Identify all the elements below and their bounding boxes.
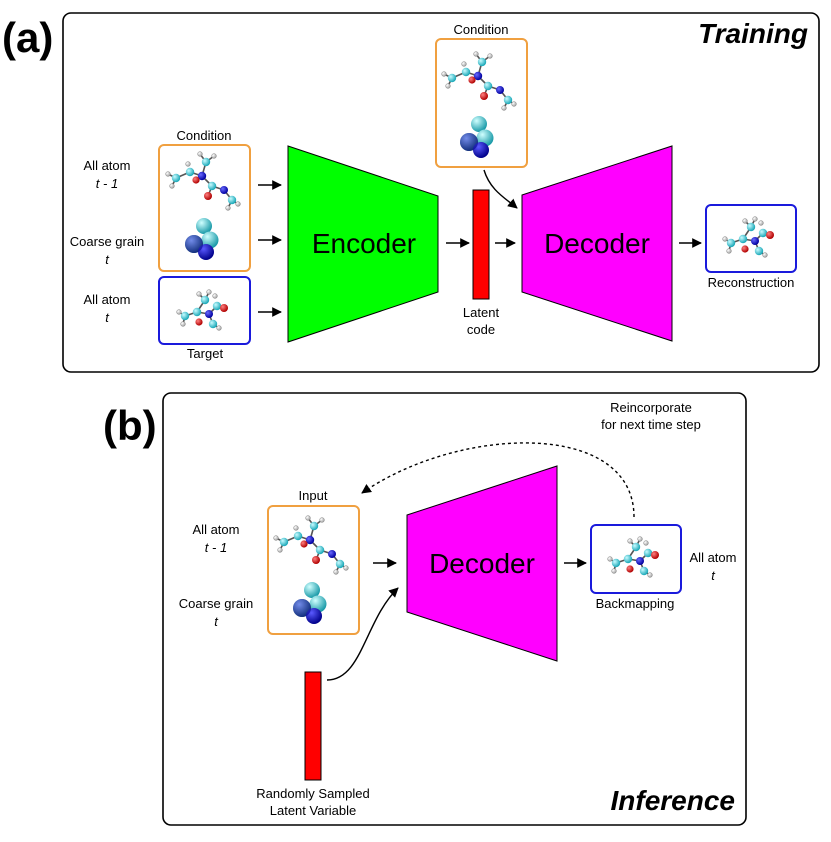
feedback-label-2: for next time step [601, 417, 701, 432]
output-label-all-atom-time: t [711, 568, 716, 583]
input-label: Input [299, 488, 328, 503]
decoder-label-a: Decoder [544, 228, 650, 259]
backmapping-box [590, 524, 682, 594]
decoder-block-a [521, 145, 673, 342]
decoder-condition-box [435, 38, 528, 168]
input-label-all-atom-prev: All atom [84, 158, 131, 173]
condition-label: Condition [177, 128, 232, 143]
input-label-coarse-grain-time: t [105, 252, 110, 267]
latent-code-label-2: code [467, 322, 495, 337]
panel-a-letter: (a) [2, 14, 53, 61]
panel-b-letter: (b) [103, 402, 157, 449]
decoder-block-b [406, 465, 558, 662]
input-label-all-atom-target-time: t [105, 310, 110, 325]
reconstruction-label: Reconstruction [708, 275, 795, 290]
input-b-label-all-atom-time: t - 1 [205, 540, 227, 555]
panel-b-title: Inference [611, 785, 736, 816]
input-b-label-coarse-grain: Coarse grain [179, 596, 253, 611]
latent-variable-bar [304, 671, 322, 781]
panel-b: (b) Inference All atom t - 1 Coarse grai… [103, 392, 747, 826]
encoder-label: Encoder [312, 228, 416, 259]
encoder-block [287, 145, 439, 343]
feedback-label-1: Reincorporate [610, 400, 692, 415]
latent-variable-label-2: Latent Variable [270, 803, 357, 818]
input-b-label-coarse-grain-time: t [214, 614, 219, 629]
condition-box [158, 144, 251, 272]
input-label-all-atom-target: All atom [84, 292, 131, 307]
input-b-label-all-atom: All atom [193, 522, 240, 537]
panel-b-frame [162, 392, 747, 826]
panel-a-title: Training [698, 18, 808, 49]
output-label-all-atom: All atom [690, 550, 737, 565]
decoder-label-b: Decoder [429, 548, 535, 579]
input-label-all-atom-prev-time: t - 1 [96, 176, 118, 191]
input-box [267, 505, 360, 635]
reconstruction-box [705, 204, 797, 273]
input-label-coarse-grain: Coarse grain [70, 234, 144, 249]
backmapping-label: Backmapping [596, 596, 675, 611]
target-label: Target [187, 346, 224, 361]
target-box [158, 276, 251, 345]
latent-code-bar [472, 189, 490, 300]
decoder-condition-label: Condition [454, 22, 509, 37]
latent-variable-label-1: Randomly Sampled [256, 786, 369, 801]
feedback-arrow [361, 442, 635, 518]
panel-a-frame [62, 12, 820, 373]
latent-code-label-1: Latent [463, 305, 500, 320]
panel-a: (a) Training All atom t - 1 Coarse grain… [2, 12, 820, 373]
